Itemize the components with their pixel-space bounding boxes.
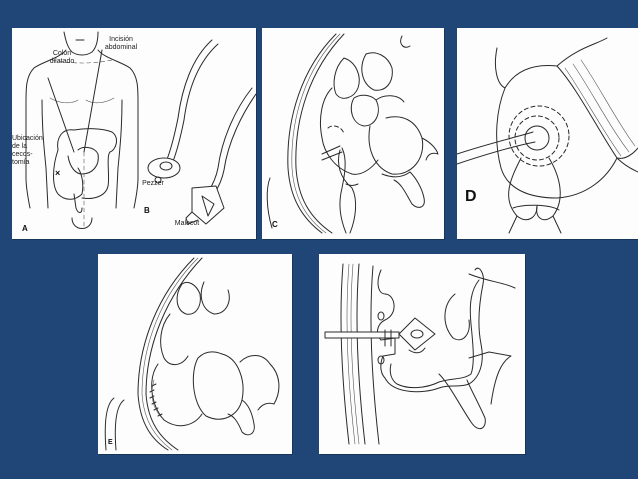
- panel-c-cecostomy-tube: C: [262, 28, 444, 239]
- body-outline-illustration: [25, 31, 256, 229]
- label-incision-line1: Incisión: [109, 36, 133, 43]
- panel-letter-d: D: [465, 188, 477, 205]
- cecostomy-site-marker: ×: [55, 168, 61, 178]
- malecot-catheter-cross-section-illustration: [324, 263, 516, 445]
- label-ubicacion-line3: cecos-: [12, 151, 33, 158]
- panel-e-sutured-wall: E: [98, 254, 292, 454]
- panel-letter-c: C: [272, 220, 278, 229]
- label-ubicacion-cecostomia: Ubicación de la cecos- tomía: [12, 135, 46, 167]
- label-pezzer: Pezzer: [142, 180, 164, 187]
- label-ubicacion-line4: tomía: [12, 159, 30, 166]
- label-colon-dilatado: Colon dilatado: [42, 50, 82, 66]
- label-colon-line2: dilatado: [49, 58, 75, 65]
- label-malecot: Malecot: [174, 220, 200, 227]
- sutured-colon-illustration: [104, 257, 280, 451]
- label-colon-line1: Colon: [52, 50, 72, 57]
- panel-letter-e: E: [108, 439, 113, 446]
- panel-d-purse-string: D: [457, 28, 638, 239]
- purse-string-suture-illustration: [457, 37, 638, 234]
- panel-letter-b: B: [144, 206, 150, 215]
- label-incision-abdominal: Incisión abdominal: [100, 36, 142, 52]
- label-incision-line2: abdominal: [104, 44, 138, 51]
- panel-ab-body-and-catheters: Colon dilatado Incisión abdominal Ubicac…: [12, 28, 256, 239]
- panel-f-malecot-in-place: [319, 254, 525, 454]
- label-ubicacion-line2: de la: [12, 143, 28, 150]
- panel-letter-a: A: [22, 224, 28, 233]
- colon-tube-illustration: [266, 33, 439, 234]
- label-ubicacion-line1: Ubicación: [12, 135, 43, 142]
